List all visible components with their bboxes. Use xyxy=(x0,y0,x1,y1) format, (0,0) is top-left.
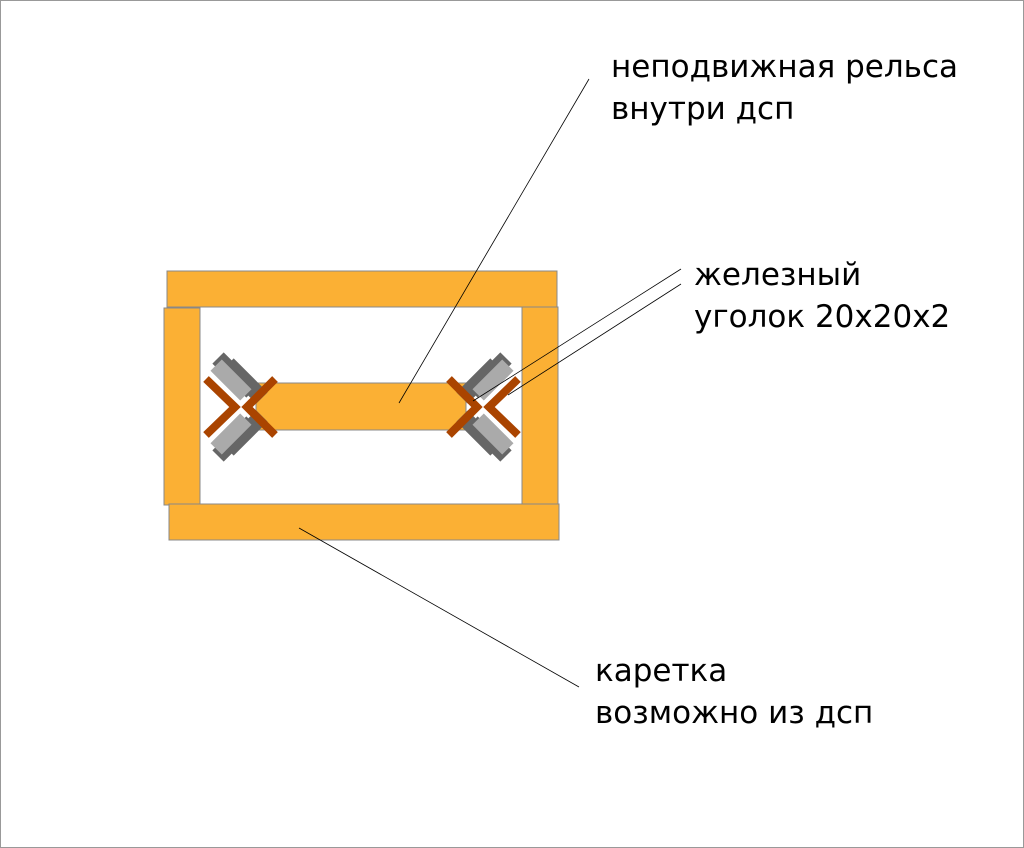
angle-label: железный уголок 20x20x2 xyxy=(694,254,950,338)
fixed-rail xyxy=(255,382,467,431)
carriage-top-board xyxy=(166,270,558,308)
steel-angle-icon xyxy=(483,376,521,438)
angle-label-line1: железный xyxy=(694,257,862,293)
angle-label-line2: уголок 20x20x2 xyxy=(694,299,951,335)
carriage-label-line1: каретка xyxy=(595,653,728,689)
rail-leader-line xyxy=(398,78,590,404)
carriage-bottom-board xyxy=(168,503,560,541)
steel-angle-icon xyxy=(241,376,278,438)
rail-label-line2: внутри дсп xyxy=(611,91,795,127)
steel-angle-icon xyxy=(203,376,241,438)
left-bearing-assembly xyxy=(203,352,278,462)
rail-label-line1: неподвижная рельса xyxy=(611,49,958,85)
rail-label: неподвижная рельса внутри дсп xyxy=(611,46,958,130)
angle-leader-line xyxy=(472,268,682,402)
right-bearing-assembly xyxy=(446,352,521,462)
steel-angle-icon xyxy=(446,376,483,438)
carriage-label-line2: возможно из дсп xyxy=(595,695,874,731)
angle-leader-line xyxy=(507,283,682,396)
carriage-right-board xyxy=(521,306,559,505)
carriage-leader-line xyxy=(298,527,580,688)
bearing-icon xyxy=(456,352,514,462)
carriage-left-board xyxy=(163,307,201,506)
carriage-label: каретка возможно из дсп xyxy=(595,650,873,734)
carriage-frame xyxy=(163,270,560,541)
